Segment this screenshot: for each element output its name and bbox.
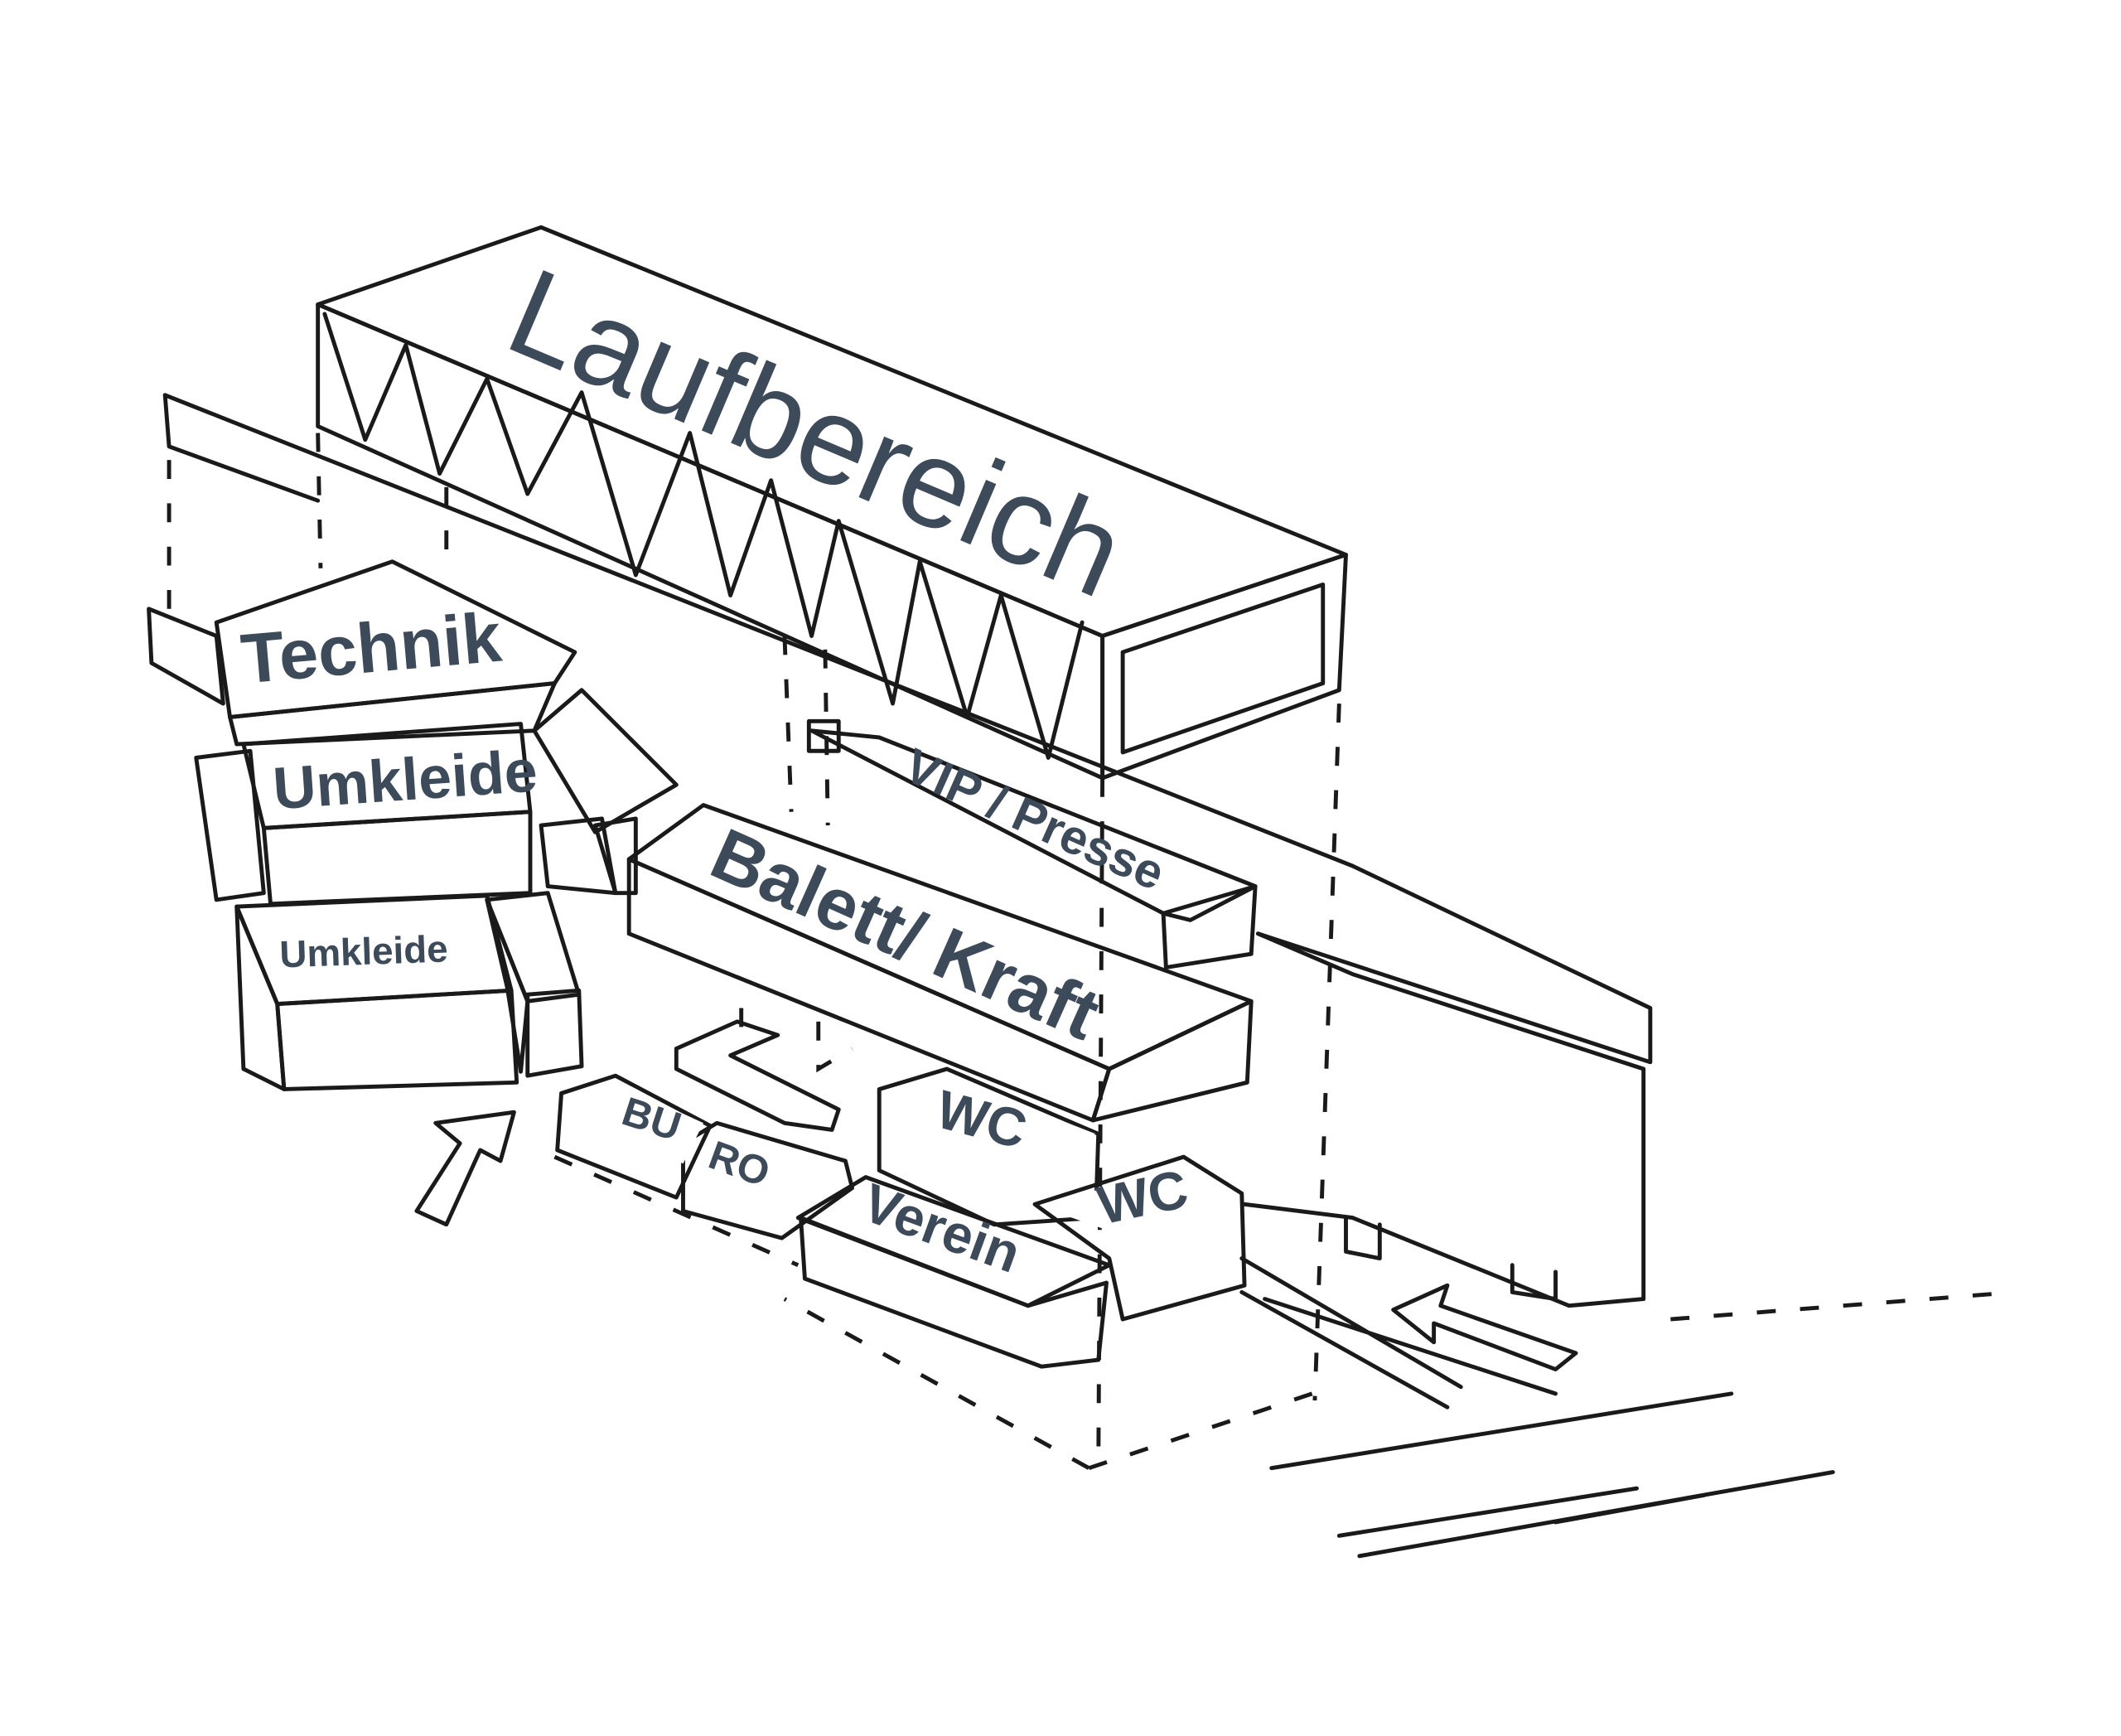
block-buero: BU RO [555,1073,855,1240]
technik-label: Technik [238,597,505,698]
verein-label: Verein [855,1172,1028,1284]
connector [532,688,679,896]
block-technik: Technik [214,559,577,747]
block-laufbereich: Laufbereich [316,225,1348,781]
access-arrow-icon [1391,1283,1578,1371]
umkleide-upper-label: Umkleide [271,737,539,822]
block-umkleide-upper: Umkleide [194,722,539,907]
entrance-arrow-icon [414,1110,516,1227]
wc-2-label: WC [1092,1158,1193,1236]
vip-presse-label: VIP / Presse [896,738,1172,901]
outline-walls [147,393,2016,1559]
umkleide-lower-label: Umkleide [279,927,449,975]
block-umkleide-lower: Umkleide [234,891,584,1091]
ramp [674,1019,841,1132]
